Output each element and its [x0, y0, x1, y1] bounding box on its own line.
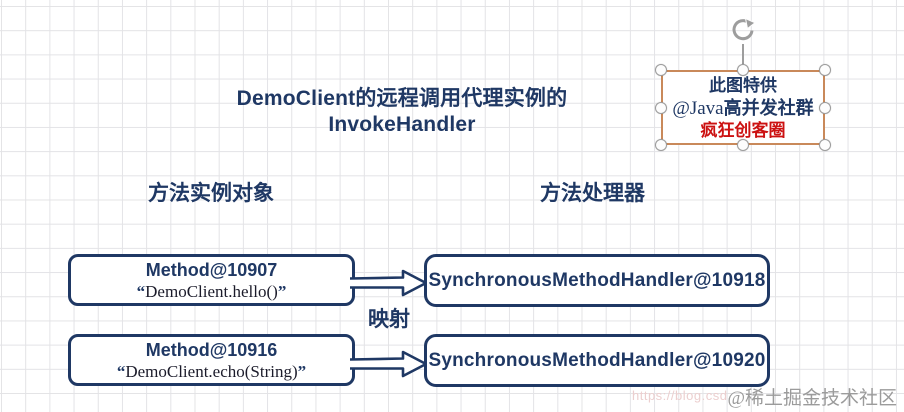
- selection-handle-top-left[interactable]: [655, 64, 667, 76]
- title-line-1: DemoClient的远程调用代理实例的: [236, 87, 568, 110]
- code-text: DemoClient.hello(): [145, 281, 278, 301]
- handler-node-label: SynchronousMethodHandler@10918: [428, 269, 766, 291]
- open-quote: “: [116, 361, 126, 381]
- method-node-10916: Method@10916 “DemoClient.echo(String)”: [68, 334, 355, 386]
- rotate-connector-line: [742, 44, 744, 66]
- method-node-title: Method@10907: [145, 259, 278, 280]
- page-title: DemoClient的远程调用代理实例的 InvokeHandler: [152, 86, 652, 138]
- handler-node-10920: SynchronousMethodHandler@10920: [424, 334, 770, 387]
- selection-handle-middle-left[interactable]: [655, 101, 667, 114]
- stamp-line-2-suffix: 高并发社群: [723, 98, 814, 118]
- selection-handle-top-middle[interactable]: [737, 64, 749, 76]
- rotate-handle-icon[interactable]: [728, 16, 758, 46]
- stamp-line-2: @Java高并发社群: [663, 97, 823, 120]
- method-node-code: “DemoClient.hello()”: [137, 281, 287, 302]
- stamp-shape[interactable]: 此图特供 @Java高并发社群 疯狂创客圈: [655, 64, 831, 151]
- handler-node-10918: SynchronousMethodHandler@10918: [424, 254, 770, 307]
- selection-handle-bottom-middle[interactable]: [737, 139, 749, 151]
- mapping-arrow-icon: [350, 350, 428, 378]
- stamp-line-2-prefix: @Java: [672, 98, 724, 119]
- handler-node-label: SynchronousMethodHandler@10920: [428, 349, 766, 371]
- method-node-10907: Method@10907 “DemoClient.hello()”: [68, 254, 355, 306]
- selection-handle-bottom-right[interactable]: [819, 139, 831, 151]
- column-header-method-handlers: 方法处理器: [540, 182, 645, 205]
- mapping-label: 映射: [368, 308, 410, 331]
- stamp-line-1: 此图特供: [709, 76, 777, 95]
- selection-handle-top-right[interactable]: [819, 64, 831, 76]
- open-quote: “: [136, 281, 146, 301]
- selection-handle-bottom-left[interactable]: [655, 139, 667, 151]
- title-line-2: InvokeHandler: [328, 113, 476, 136]
- column-header-method-instances: 方法实例对象: [148, 182, 274, 205]
- stamp-line-3: 疯狂创客圈: [700, 121, 786, 140]
- url-watermark: https://blog.csd: [632, 388, 728, 403]
- mapping-arrow-icon: [350, 269, 428, 297]
- community-watermark: @稀土掘金技术社区: [727, 388, 898, 409]
- selection-handle-middle-right[interactable]: [819, 101, 831, 114]
- code-text: DemoClient.echo(String): [125, 361, 298, 381]
- close-quote: ”: [297, 361, 307, 381]
- method-node-code: “DemoClient.echo(String)”: [117, 361, 306, 382]
- method-node-title: Method@10916: [145, 339, 278, 360]
- close-quote: ”: [277, 281, 287, 301]
